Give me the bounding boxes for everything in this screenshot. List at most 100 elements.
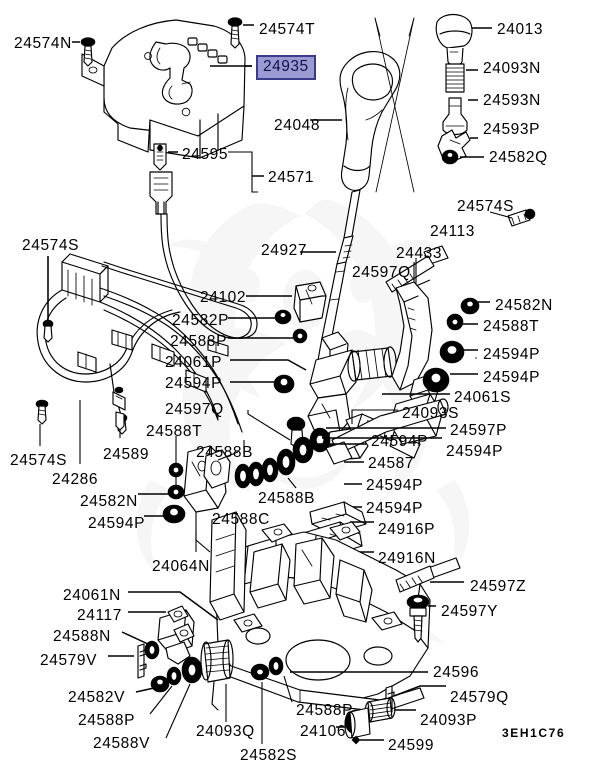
part-number-label: 24587 xyxy=(368,455,415,472)
part-bushing-24594P-a xyxy=(273,374,295,394)
part-number-label: 24061S xyxy=(454,389,512,406)
part-number-label: 24093Q xyxy=(196,723,255,740)
part-number-label: 24582S xyxy=(240,747,298,764)
part-number-label: 24582N xyxy=(495,297,553,314)
part-shift-base-housing xyxy=(209,511,431,713)
part-number-label: 24106 xyxy=(300,723,347,740)
part-number-label: 24102 xyxy=(200,289,247,306)
part-nut-24582V xyxy=(150,675,170,693)
part-clip-24579V xyxy=(137,643,147,679)
part-number-label: 24588B xyxy=(258,490,316,507)
part-screw-24574N xyxy=(80,37,96,67)
part-bolt-24597Q-mid xyxy=(475,357,477,359)
part-spring-damper xyxy=(347,346,397,382)
part-number-label: 24113 xyxy=(430,223,475,240)
leader-24588B-b xyxy=(287,477,297,489)
part-number-label: 24597P xyxy=(450,422,508,439)
part-number-label: 24599 xyxy=(388,737,435,754)
part-number-label: 24093S xyxy=(402,405,460,422)
part-washer-24588T-left xyxy=(167,484,185,500)
highlighted-part-label[interactable]: 24935 xyxy=(256,55,316,80)
part-number-label: 24582V xyxy=(68,689,126,706)
leader-24597Q-left xyxy=(247,410,291,441)
part-rail-24916P xyxy=(309,501,367,535)
part-number-label: 24117 xyxy=(77,607,122,624)
part-number-label: 24093N xyxy=(483,60,541,77)
part-number-label: 24916P xyxy=(378,521,436,538)
leader-24064N xyxy=(195,512,211,553)
part-bolt-24597Y xyxy=(406,594,430,643)
leader-24093S xyxy=(351,409,398,424)
part-number-label: 24597Q xyxy=(352,264,411,281)
part-number-label: 24013 xyxy=(497,21,544,38)
leader-24588P-low xyxy=(149,685,173,715)
part-number-label: 24927 xyxy=(261,242,308,259)
part-number-label: 24594P xyxy=(483,346,541,363)
part-spring-24093Q xyxy=(200,639,234,711)
part-washer-24588P-mid xyxy=(268,656,284,676)
part-spring-24093P xyxy=(364,697,396,723)
part-shift-knob-24048 xyxy=(339,51,401,191)
part-number-label: 24594P xyxy=(165,375,223,392)
part-number-label: 24594P xyxy=(88,515,146,532)
part-number-label: 24594P xyxy=(366,500,424,517)
leader-24582V xyxy=(135,687,155,693)
part-number-label: 24594P xyxy=(366,477,424,494)
part-bracket-24102 xyxy=(293,281,327,323)
part-number-label: 24916N xyxy=(378,550,436,567)
part-screw-24574S-lower xyxy=(35,399,49,425)
part-bolt-24597Q-right xyxy=(449,323,451,325)
part-cable-end-24595 xyxy=(153,143,167,171)
part-spring-24093N xyxy=(445,63,465,93)
leader-24579Q xyxy=(393,685,446,697)
part-number-label: 24595 xyxy=(182,146,229,163)
part-number-label: 24588C xyxy=(212,511,270,528)
leader-24061N xyxy=(128,591,219,621)
part-clip-24593P xyxy=(437,129,471,161)
part-screw-24574S-shank xyxy=(43,325,53,343)
part-washer-24588P-low xyxy=(166,666,182,686)
part-number-label: 24588P xyxy=(170,333,228,350)
part-nut-24582Q xyxy=(441,149,459,165)
part-nut-24582N-right xyxy=(460,297,480,315)
part-bushing-24594P-r2 xyxy=(422,367,450,393)
part-number-label: 24574S xyxy=(22,237,80,254)
leader-24061P xyxy=(230,359,307,371)
part-washer-24588V xyxy=(181,656,203,684)
part-number-label: 24064N xyxy=(152,558,210,575)
part-bushing-24594P-left xyxy=(162,504,186,524)
part-number-label: 24594P xyxy=(483,369,541,386)
part-knob-button-24013 xyxy=(435,13,473,66)
part-ball-24599 xyxy=(351,735,361,745)
part-number-label: 24579Q xyxy=(450,689,509,706)
part-number-label: 24588T xyxy=(146,423,203,440)
part-screw-24574T xyxy=(227,17,243,49)
part-number-label: 24593P xyxy=(483,121,541,138)
part-number-label: 24574S xyxy=(457,198,515,215)
part-number-label: 24596 xyxy=(433,664,480,681)
part-number-label: 24594P xyxy=(446,443,504,460)
part-number-label: 24571 xyxy=(268,169,315,186)
part-number-label: 24061N xyxy=(63,587,121,604)
part-number-label: 24582Q xyxy=(489,149,548,166)
part-number-label: 24048 xyxy=(274,117,321,134)
part-number-label: 24588N xyxy=(53,628,111,645)
leader-24588N xyxy=(121,631,149,645)
part-nut-24582P xyxy=(274,309,292,325)
part-number-label: 24574T xyxy=(259,21,316,38)
part-number-label: 24582P xyxy=(172,312,230,329)
assembly-guide-2 xyxy=(375,17,415,193)
leader-24588P-mid xyxy=(283,675,293,703)
part-number-label: 24588P xyxy=(78,712,136,729)
diagram-code: 3EH1C76 xyxy=(502,726,566,740)
part-number-label: 24594P xyxy=(371,433,429,450)
part-bolt-24597Q-left xyxy=(286,416,306,449)
assembly-guide-1 xyxy=(374,17,415,193)
leader-24588V xyxy=(165,683,191,739)
part-number-label: 24093P xyxy=(420,712,478,729)
part-shift-panel-bezel xyxy=(81,19,246,159)
part-number-label: 24588T xyxy=(483,318,540,335)
part-washer-24588T-left2 xyxy=(168,462,184,478)
part-nut-24582S xyxy=(250,663,270,681)
part-number-label: 24597Y xyxy=(441,603,499,620)
